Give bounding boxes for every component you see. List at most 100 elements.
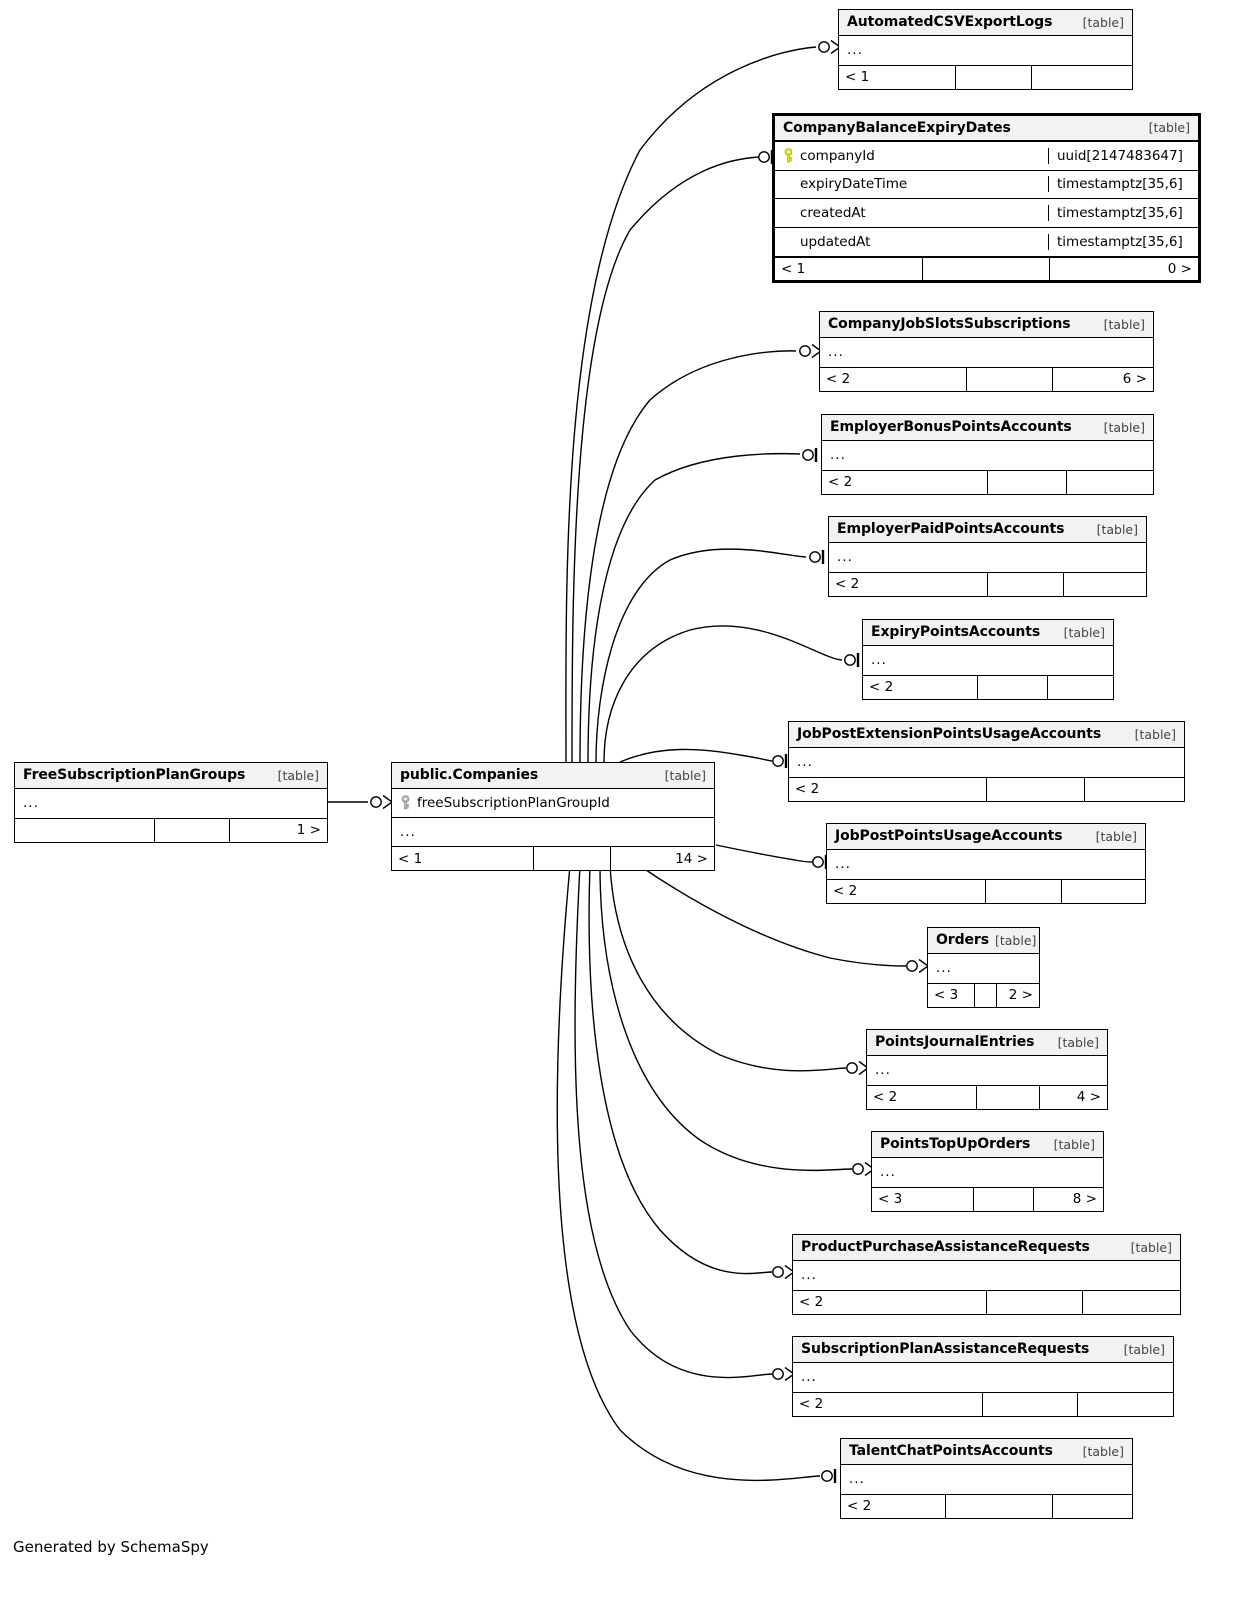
table-row[interactable]: ... — [793, 1363, 1173, 1392]
edge-companies-productpurchaseassistancerequests — [588, 865, 773, 1275]
edge-companies-employerpaidpointsaccounts — [595, 548, 807, 763]
footer-incoming-count: < 2 — [789, 777, 987, 801]
footer-incoming-count: < 2 — [827, 879, 986, 903]
footer-incoming-count: < 2 — [822, 470, 988, 494]
table-row[interactable]: ... — [928, 954, 1039, 983]
table-row[interactable]: ... — [827, 850, 1145, 879]
table-tag: [table] — [664, 767, 706, 783]
table-header: EmployerBonusPointsAccounts [table] — [822, 415, 1153, 441]
table-tag: [table] — [277, 767, 319, 783]
footer-incoming-count: < 2 — [841, 1494, 946, 1518]
table-row[interactable]: ... — [841, 1465, 1132, 1494]
table-row[interactable]: ... — [820, 338, 1153, 367]
table-company-balance-expiry-dates[interactable]: CompanyBalanceExpiryDates [table] compan… — [772, 113, 1201, 283]
table-footer: < 1 — [839, 64, 1132, 89]
table-title: CompanyBalanceExpiryDates — [783, 119, 1011, 136]
table-automated-csv-export-logs[interactable]: AutomatedCSVExportLogs [table] ... < 1 — [838, 9, 1133, 90]
table-row[interactable]: ... — [829, 543, 1146, 572]
footer-outgoing-count — [1064, 573, 1146, 596]
table-product-purchase-assistance-requests[interactable]: ProductPurchaseAssistanceRequests [table… — [792, 1234, 1181, 1315]
table-row[interactable]: ... — [822, 441, 1153, 470]
table-header: Orders [table] — [928, 928, 1039, 954]
table-title: public.Companies — [400, 767, 539, 783]
table-free-subscription-plan-groups[interactable]: FreeSubscriptionPlanGroups [table] ... 1… — [14, 762, 328, 843]
footer-outgoing-count: 14 > — [675, 850, 708, 867]
table-tag: [table] — [1103, 419, 1145, 435]
table-title: JobPostPointsUsageAccounts — [835, 828, 1063, 844]
table-company-job-slots-subscriptions[interactable]: CompanyJobSlotsSubscriptions [table] ...… — [819, 311, 1154, 392]
table-row[interactable]: createdAt timestamptz[35,6] — [775, 199, 1198, 228]
footer-middle — [988, 470, 1067, 494]
table-columns: ... — [822, 441, 1153, 470]
table-columns: ... — [793, 1261, 1180, 1290]
table-footer: < 3 8 > — [872, 1186, 1103, 1211]
table-employer-bonus-points-accounts[interactable]: EmployerBonusPointsAccounts [table] ... … — [821, 414, 1154, 495]
footer-middle — [956, 65, 1033, 89]
table-row[interactable]: ... — [392, 818, 714, 847]
edge-companies-pointsjournalentries — [609, 865, 847, 1072]
table-columns: ... — [793, 1363, 1173, 1392]
table-public-companies[interactable]: public.Companies [table] freeSubscriptio… — [391, 762, 715, 871]
table-employer-paid-points-accounts[interactable]: EmployerPaidPointsAccounts [table] ... <… — [828, 516, 1147, 597]
footer-outgoing-count: 8 > — [1072, 1191, 1097, 1207]
column-name: ... — [830, 447, 846, 464]
table-header: TalentChatPointsAccounts [table] — [841, 1439, 1132, 1465]
footer-outgoing-count: 1 > — [296, 822, 321, 838]
footer-incoming-count: < 2 — [829, 572, 988, 596]
table-footer: < 2 6 > — [820, 366, 1153, 391]
column-name: ... — [835, 856, 851, 873]
table-job-post-extension-points-usage-accounts[interactable]: JobPostExtensionPointsUsageAccounts [tab… — [788, 721, 1185, 802]
table-row[interactable]: ... — [15, 789, 327, 818]
table-row[interactable]: ... — [863, 646, 1113, 675]
column-name: ... — [400, 823, 416, 840]
table-row[interactable]: ... — [872, 1158, 1103, 1187]
footer-incoming-count: < 1 — [392, 847, 534, 870]
footer-middle — [155, 818, 231, 842]
table-expiry-points-accounts[interactable]: ExpiryPointsAccounts [table] ... < 2 — [862, 619, 1114, 700]
table-job-post-points-usage-accounts[interactable]: JobPostPointsUsageAccounts [table] ... <… — [826, 823, 1146, 904]
column-type: timestamptz[35,6] — [1048, 204, 1198, 221]
table-row[interactable]: companyId uuid[2147483647] — [775, 142, 1198, 171]
footer-incoming-count: < 1 — [839, 65, 957, 89]
table-points-top-up-orders[interactable]: PointsTopUpOrders [table] ... < 3 8 > — [871, 1131, 1104, 1212]
table-footer: < 1 14 > — [392, 846, 714, 870]
column-name: ... — [801, 1369, 817, 1386]
table-title: CompanyJobSlotsSubscriptions — [828, 316, 1071, 332]
table-columns: companyId uuid[2147483647] expiryDateTim… — [775, 142, 1198, 256]
table-header: CompanyBalanceExpiryDates [table] — [775, 116, 1198, 142]
footer-outgoing-count — [1078, 1393, 1173, 1416]
table-tag: [table] — [1082, 14, 1124, 30]
table-header: JobPostPointsUsageAccounts [table] — [827, 824, 1145, 850]
table-title: AutomatedCSVExportLogs — [847, 14, 1053, 30]
table-tag: [table] — [994, 932, 1037, 948]
table-row[interactable]: freeSubscriptionPlanGroupId — [392, 789, 714, 818]
table-header: JobPostExtensionPointsUsageAccounts [tab… — [789, 722, 1184, 748]
table-row[interactable]: expiryDateTime timestamptz[35,6] — [775, 171, 1198, 199]
footer-incoming-count: < 2 — [793, 1392, 983, 1416]
footer-outgoing-count — [1083, 1291, 1180, 1314]
table-footer: < 2 — [827, 878, 1145, 903]
footer-outgoing-count — [1032, 66, 1132, 89]
footer-outgoing-count — [1062, 880, 1145, 903]
table-row[interactable]: ... — [839, 36, 1132, 65]
foreign-key-icon — [400, 795, 411, 810]
table-row[interactable]: ... — [867, 1056, 1107, 1085]
table-subscription-plan-assistance-requests[interactable]: SubscriptionPlanAssistanceRequests [tabl… — [792, 1336, 1174, 1417]
table-points-journal-entries[interactable]: PointsJournalEntries [table] ... < 2 4 > — [866, 1029, 1108, 1110]
table-footer: < 2 — [863, 674, 1113, 699]
table-talent-chat-points-accounts[interactable]: TalentChatPointsAccounts [table] ... < 2 — [840, 1438, 1133, 1519]
column-name: ... — [828, 344, 844, 361]
table-row[interactable]: ... — [793, 1261, 1180, 1290]
table-header: ExpiryPointsAccounts [table] — [863, 620, 1113, 646]
column-type: timestamptz[35,6] — [1048, 176, 1198, 193]
table-footer: < 2 — [793, 1289, 1180, 1314]
table-row[interactable]: updatedAt timestamptz[35,6] — [775, 228, 1198, 257]
table-footer: 1 > — [15, 817, 327, 842]
table-orders[interactable]: Orders [table] ... < 3 2 > — [927, 927, 1040, 1008]
table-row[interactable]: ... — [789, 748, 1184, 777]
table-columns: ... — [839, 36, 1132, 65]
table-columns: ... — [789, 748, 1184, 777]
column-name: freeSubscriptionPlanGroupId — [417, 794, 610, 811]
table-footer: < 1 0 > — [775, 256, 1198, 280]
column-name: ... — [801, 1267, 817, 1284]
